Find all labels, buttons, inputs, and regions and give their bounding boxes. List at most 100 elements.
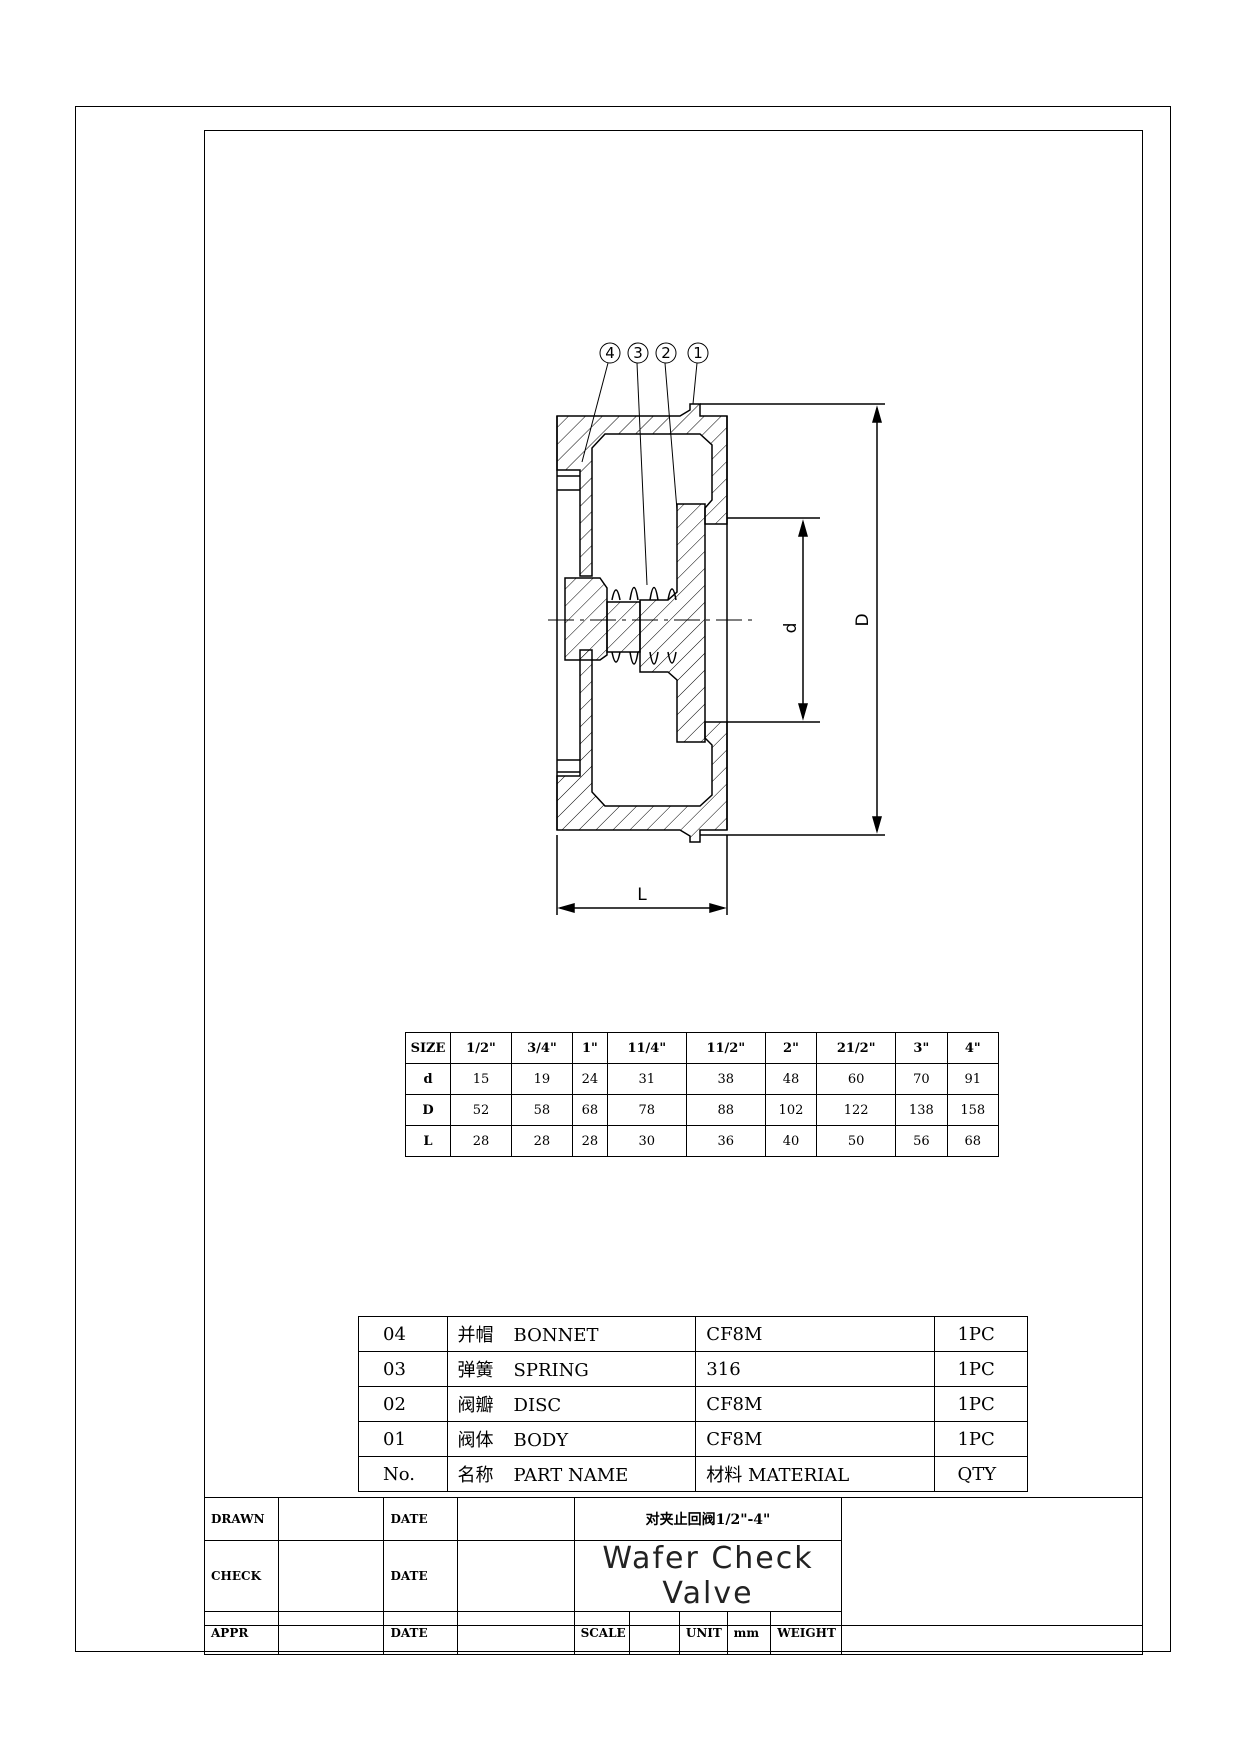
size-cell: 68 (946, 1125, 1000, 1157)
size-cell: 70 (895, 1063, 948, 1095)
check-label: CHECK (203, 1540, 280, 1612)
callout-4: 4 (605, 344, 615, 362)
part-material: CF8M (695, 1316, 936, 1352)
scale-value (628, 1611, 680, 1655)
date-value (456, 1540, 575, 1612)
size-cell: 31 (606, 1063, 687, 1095)
part-name-en: DISC (513, 1395, 562, 1416)
size-cell: 138 (895, 1094, 948, 1126)
size-cell: 15 (450, 1063, 512, 1095)
part-name: 弹簧 SPRING (446, 1351, 697, 1387)
dim-d (798, 519, 808, 721)
parts-header-qty: QTY (934, 1456, 1028, 1492)
part-name-en: SPRING (513, 1360, 589, 1381)
parts-row: 03 弹簧 SPRING 316 1PC (358, 1351, 1028, 1387)
callout-bubbles (599, 342, 709, 364)
size-row-label: L (405, 1125, 451, 1157)
face-lines (556, 403, 885, 836)
part-no: 01 (358, 1421, 448, 1457)
size-cell: 68 (571, 1094, 608, 1126)
drawn-label: DRAWN (203, 1497, 280, 1541)
size-table: SIZE 1/2" 3/4" 1" 11/4" 11/2" 2" 21/2" 3… (405, 1032, 1000, 1157)
weight-label: WEIGHT (770, 1611, 843, 1655)
size-row-d: d 15 19 24 31 38 48 60 70 91 (405, 1063, 1000, 1095)
size-cell: 58 (510, 1094, 573, 1126)
part-no: 04 (358, 1316, 448, 1352)
scale-label: SCALE (573, 1611, 630, 1655)
size-cell: 91 (946, 1063, 1000, 1095)
part-name: 阀瓣 DISC (446, 1386, 697, 1422)
part-no: 03 (358, 1351, 448, 1387)
size-header-cell: 11/2" (685, 1032, 766, 1064)
size-header-cell: SIZE (405, 1032, 451, 1064)
size-cell: 102 (764, 1094, 818, 1126)
part-material: CF8M (695, 1386, 936, 1422)
size-cell: 88 (685, 1094, 766, 1126)
size-cell: 28 (571, 1125, 608, 1157)
dim-D (872, 405, 882, 834)
check-value (278, 1540, 385, 1612)
part-name: 阀体 BODY (446, 1421, 697, 1457)
size-header-cell: 1" (571, 1032, 608, 1064)
part-qty: 1PC (934, 1316, 1028, 1352)
dim-L (556, 835, 728, 915)
parts-table: 04 并帽 BONNET CF8M 1PC 03 弹簧 SPRING 316 1PC… (358, 1316, 1028, 1492)
unit-value: mm (726, 1611, 772, 1655)
size-cell: 28 (510, 1125, 573, 1157)
date-label: DATE (383, 1611, 458, 1655)
part-name: 并帽 BONNET (446, 1316, 697, 1352)
size-header-cell: 11/4" (606, 1032, 687, 1064)
size-cell: 78 (606, 1094, 687, 1126)
size-row-D: D 52 58 68 78 88 102 122 138 158 (405, 1094, 1000, 1126)
size-header-cell: 2" (764, 1032, 818, 1064)
size-header-cell: 3" (895, 1032, 948, 1064)
size-cell: 56 (895, 1125, 948, 1157)
size-row-L: L 28 28 28 30 36 40 50 56 68 (405, 1125, 1000, 1157)
bonnet (564, 577, 608, 661)
size-cell: 52 (450, 1094, 512, 1126)
size-cell: 60 (816, 1063, 897, 1095)
title-row-appr: APPR DATE SCALE UNIT mm WEIGHT (203, 1611, 1143, 1655)
date-label: DATE (383, 1497, 458, 1541)
size-row-label: d (405, 1063, 451, 1095)
dim-label-D-big: D (853, 613, 873, 626)
size-cell: 50 (816, 1125, 897, 1157)
date-value (456, 1611, 575, 1655)
dim-label-L: L (637, 885, 647, 905)
size-cell: 24 (571, 1063, 608, 1095)
spring (611, 586, 677, 665)
part-name-zh: 阀瓣 (457, 1395, 494, 1416)
callout-3: 3 (633, 344, 643, 362)
part-material: 316 (695, 1351, 936, 1387)
part-name-zh: 弹簧 (457, 1360, 494, 1381)
title-block: DRAWN DATE 对夹止回阀1/2"-4" CHECK DATE Wafer… (203, 1497, 1143, 1655)
size-cell: 122 (816, 1094, 897, 1126)
appr-value (278, 1611, 385, 1655)
date-label: DATE (383, 1540, 458, 1612)
part-name-zh: 阀体 (457, 1430, 494, 1451)
size-cell: 158 (946, 1094, 1000, 1126)
part-name-zh: 并帽 (457, 1325, 494, 1346)
size-cell: 30 (606, 1125, 687, 1157)
size-cell: 28 (450, 1125, 512, 1157)
size-header-cell: 3/4" (510, 1032, 573, 1064)
title-row-check: CHECK DATE Wafer Check Valve (203, 1540, 1143, 1612)
part-name-en: BODY (513, 1430, 569, 1451)
date-value (456, 1497, 575, 1541)
size-cell: 48 (764, 1063, 818, 1095)
callout-2: 2 (661, 344, 671, 362)
size-cell: 19 (510, 1063, 573, 1095)
size-header-cell: 4" (946, 1032, 1000, 1064)
title-cn: 对夹止回阀1/2"-4" (573, 1497, 843, 1541)
title-row-drawn: DRAWN DATE 对夹止回阀1/2"-4" (203, 1497, 1143, 1655)
drawn-value (278, 1497, 385, 1541)
part-name-en: BONNET (513, 1325, 599, 1346)
callout-1: 1 (693, 344, 703, 362)
part-material: CF8M (695, 1421, 936, 1457)
part-qty: 1PC (934, 1351, 1028, 1387)
part-no: 02 (358, 1386, 448, 1422)
